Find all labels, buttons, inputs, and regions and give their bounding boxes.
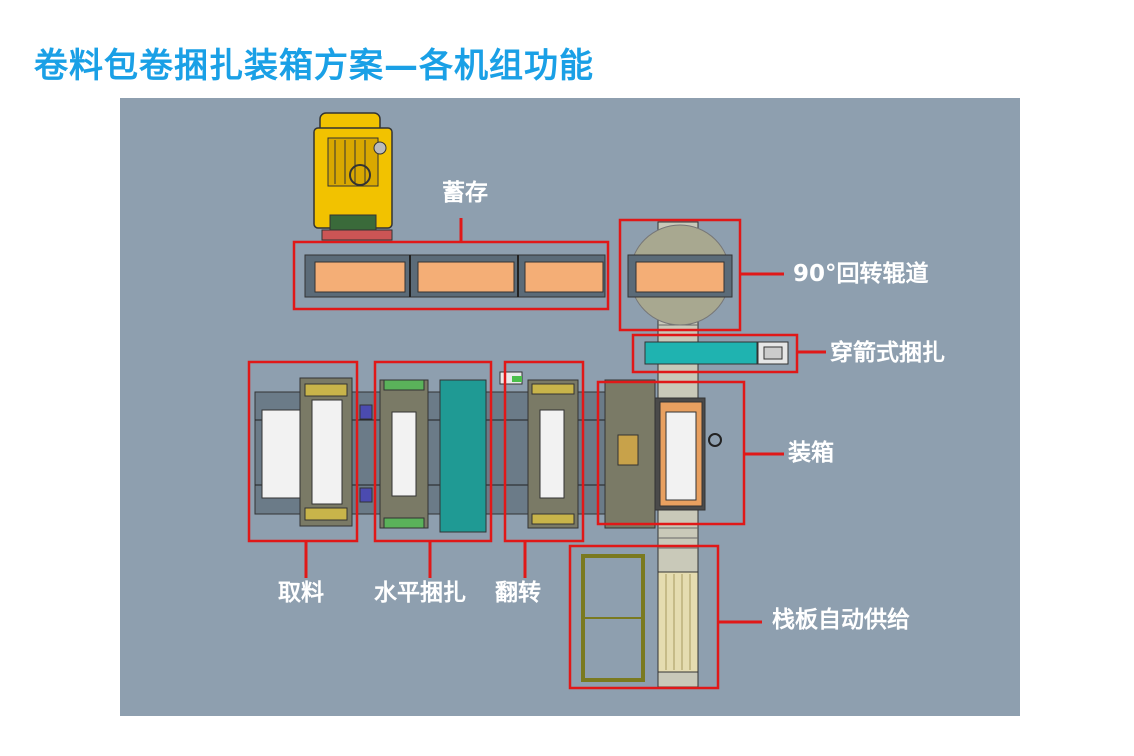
label-flip: 翻转 <box>495 580 541 606</box>
horizontal-strapping-highlight-box <box>373 360 493 543</box>
label-take-material: 取料 <box>278 580 324 606</box>
pallet-supply-station <box>581 554 699 682</box>
callout-lines <box>304 218 826 624</box>
storage-conveyor <box>304 254 606 298</box>
arrow-strapping-machine <box>644 341 789 365</box>
label-rotary-roller: 90°回转辊道 <box>793 261 929 287</box>
horizontal-strapping-station <box>379 379 487 533</box>
label-horizontal-strapping: 水平捆扎 <box>374 580 466 606</box>
page-title: 卷料包卷捆扎装箱方案—各机组功能 <box>34 46 594 86</box>
forklift-icon <box>313 112 393 241</box>
flip-station <box>499 371 579 529</box>
take-material-station <box>261 377 373 527</box>
storage-highlight-box <box>292 240 610 311</box>
label-storage: 蓄存 <box>442 180 488 206</box>
pallet-highlight-box <box>568 544 720 690</box>
label-boxing: 装箱 <box>788 440 834 466</box>
rotary-roller-table <box>627 224 733 326</box>
take-highlight-box <box>247 360 359 543</box>
label-pallet-supply: 栈板自动供给 <box>772 607 910 633</box>
label-arrow-strapping: 穿箭式捆扎 <box>830 340 945 366</box>
boxing-station <box>604 379 722 529</box>
flip-highlight-box <box>503 360 585 543</box>
